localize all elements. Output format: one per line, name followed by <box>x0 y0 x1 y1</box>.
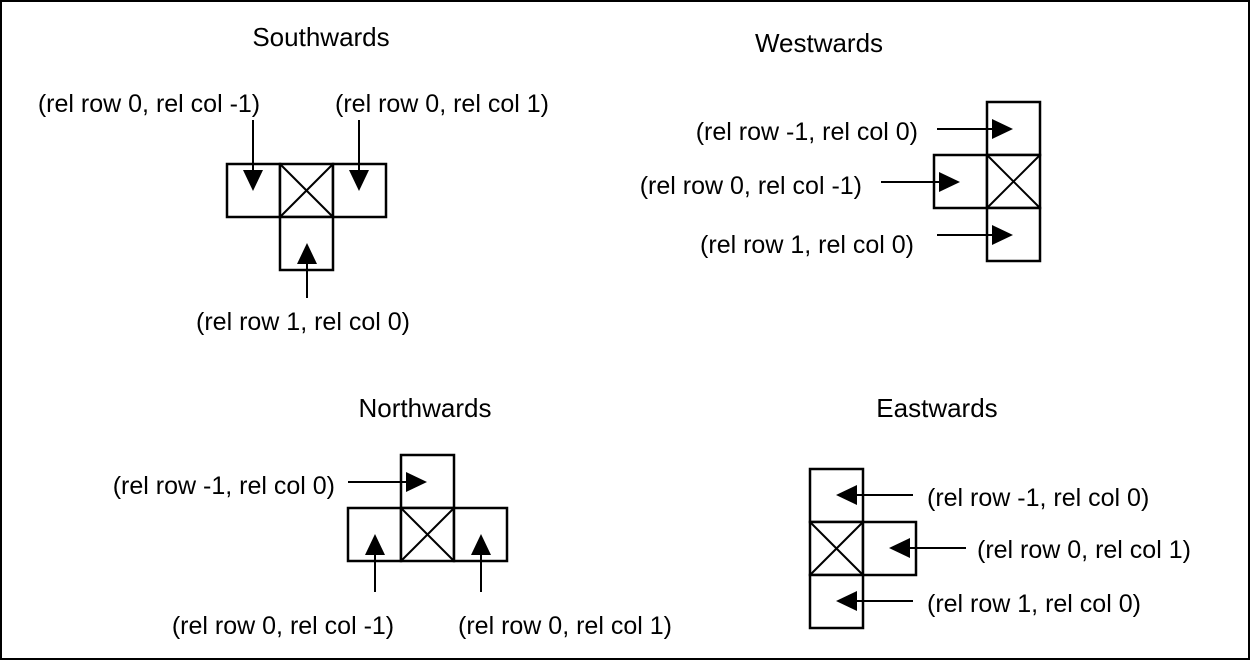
northwards-arrow-east <box>471 534 491 555</box>
eastwards-label-east: (rel row 0, rel col 1) <box>977 536 1191 564</box>
eastwards-arrow-east <box>889 538 910 558</box>
northwards-label-north: (rel row -1, rel col 0) <box>113 472 335 500</box>
northwards-label-east: (rel row 0, rel col 1) <box>458 612 672 640</box>
southwards-arrow-west <box>243 170 263 191</box>
southwards-title: Southwards <box>252 22 389 52</box>
westwards-arrow-west <box>939 172 960 192</box>
panel-southwards: Southwards (rel row 0, rel col -1) (rel … <box>38 22 549 336</box>
westwards-label-west: (rel row 0, rel col -1) <box>640 172 862 200</box>
southwards-label-west: (rel row 0, rel col -1) <box>38 90 260 118</box>
southwards-label-east: (rel row 0, rel col 1) <box>335 90 549 118</box>
westwards-arrow-south <box>992 225 1013 245</box>
southwards-arrow-south <box>297 243 317 264</box>
southwards-arrow-east <box>349 170 369 191</box>
panel-eastwards: Eastwards (rel row -1, rel col 0) (rel r… <box>808 393 1191 630</box>
northwards-title: Northwards <box>359 393 492 423</box>
eastwards-title: Eastwards <box>876 393 997 423</box>
northwards-arrow-north <box>406 472 427 492</box>
northwards-arrow-west <box>365 534 385 555</box>
eastwards-label-north: (rel row -1, rel col 0) <box>927 484 1149 512</box>
westwards-title: Westwards <box>755 28 883 58</box>
panel-northwards: Northwards (rel row -1, rel col 0) (rel … <box>113 393 672 640</box>
westwards-arrow-north <box>992 119 1013 139</box>
northwards-label-west: (rel row 0, rel col -1) <box>172 612 394 640</box>
westwards-label-south: (rel row 1, rel col 0) <box>700 231 914 259</box>
eastwards-arrow-south <box>836 591 857 611</box>
southwards-label-south: (rel row 1, rel col 0) <box>196 308 410 336</box>
eastwards-arrow-north <box>836 485 857 505</box>
panel-westwards: Westwards (rel row -1, rel col 0) (rel r… <box>640 28 1042 263</box>
westwards-label-north: (rel row -1, rel col 0) <box>696 118 918 146</box>
eastwards-label-south: (rel row 1, rel col 0) <box>927 590 1141 618</box>
